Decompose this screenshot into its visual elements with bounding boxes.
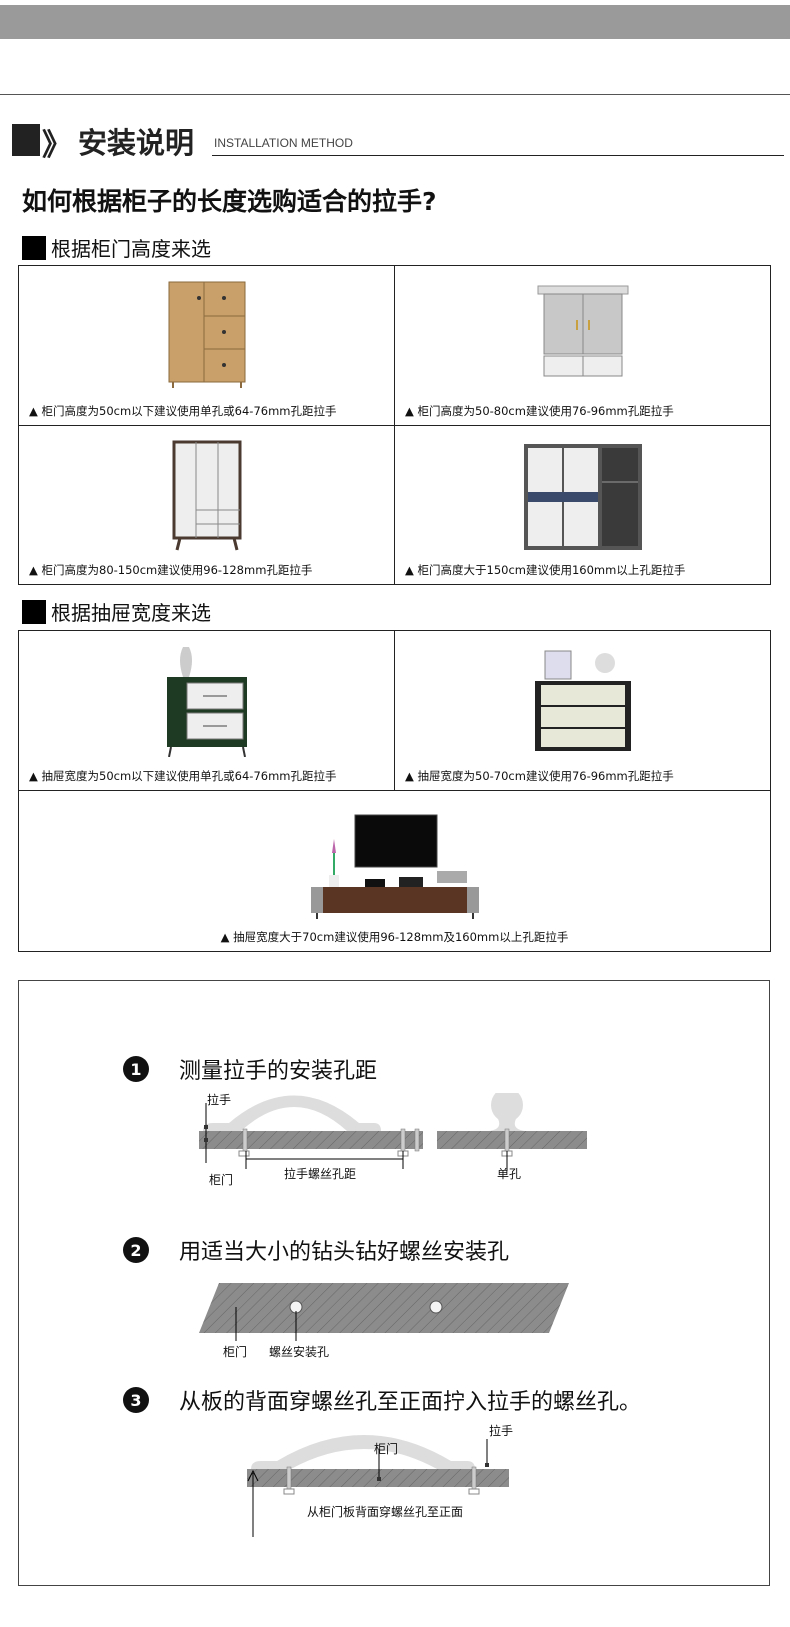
table-cell: ▲ 抽屉宽度为50cm以下建议使用单孔或64-76mm孔距拉手 (19, 631, 395, 791)
drill-holes-diagram (199, 1283, 569, 1341)
step-text: 测量拉手的安装孔距 (179, 1059, 378, 1084)
install-steps-box: 1 测量拉手的安装孔距 拉手 柜门 拉手螺丝孔距 单孔 2 用适当大小的钻头钻好螺丝… (18, 980, 770, 1586)
square-bullet-icon (22, 235, 46, 260)
caption: ▲ 抽屉宽度大于70cm建议使用96-128mm及160mm以上孔距拉手 (220, 930, 569, 944)
wardrobe-image (523, 444, 642, 550)
cabinet-image (537, 285, 628, 377)
handle-measure-diagram (199, 1093, 587, 1171)
header-block-icon (12, 124, 40, 156)
step-number-icon: 2 (123, 1237, 149, 1263)
label-hole-spacing: 拉手螺丝孔距 (284, 1167, 357, 1181)
wardrobe-image (172, 440, 241, 551)
caption: ▲ 柜门高度为50-80cm建议使用76-96mm孔距拉手 (405, 404, 674, 418)
step-2: 2 用适当大小的钻头钻好螺丝安装孔 (123, 1234, 509, 1266)
table-cell: ▲ 柜门高度为80-150cm建议使用96-128mm孔距拉手 (19, 426, 395, 584)
table-cell: ▲ 抽屉宽度为50-70cm建议使用76-96mm孔距拉手 (395, 631, 770, 791)
step-number-icon: 3 (123, 1387, 149, 1413)
section-subtitle: INSTALLATION METHOD (214, 136, 353, 150)
subheading-text: 根据抽屉宽度来选 (51, 601, 211, 625)
caption: ▲ 柜门高度为50cm以下建议使用单孔或64-76mm孔距拉手 (29, 404, 337, 418)
header-underline (212, 155, 784, 156)
door-height-table: ▲ 柜门高度为50cm以下建议使用单孔或64-76mm孔距拉手 ▲ 柜门高度为5… (18, 265, 771, 585)
label-door: 柜门 (374, 1442, 399, 1456)
dresser-image (534, 650, 631, 751)
label-handle: 拉手 (489, 1424, 514, 1438)
top-banner (0, 5, 790, 39)
step-number-icon: 1 (123, 1056, 149, 1082)
subheading-door-height: 根据柜门高度来选 (22, 233, 211, 262)
page-question-title: 如何根据柜子的长度选购适合的拉手? (22, 187, 437, 216)
table-cell: ▲ 抽屉宽度大于70cm建议使用96-128mm及160mm以上孔距拉手 (19, 791, 770, 951)
label-door: 柜门 (209, 1173, 234, 1187)
step-1: 1 测量拉手的安装孔距 (123, 1053, 377, 1085)
chevron-icon: 》 (42, 128, 72, 163)
square-bullet-icon (22, 599, 46, 624)
subheading-text: 根据柜门高度来选 (51, 237, 211, 261)
table-cell: ▲ 柜门高度大于150cm建议使用160mm以上孔距拉手 (395, 426, 770, 584)
cabinet-image (168, 281, 245, 388)
step-text: 从板的背面穿螺丝孔至正面拧入拉手的螺丝孔。 (179, 1390, 642, 1415)
label-single-hole: 单孔 (497, 1167, 522, 1181)
caption: ▲ 抽屉宽度为50-70cm建议使用76-96mm孔距拉手 (405, 769, 674, 783)
caption: ▲ 抽屉宽度为50cm以下建议使用单孔或64-76mm孔距拉手 (29, 769, 337, 783)
subheading-drawer-width: 根据抽屉宽度来选 (22, 597, 211, 626)
screw-through-diagram (247, 1435, 509, 1537)
label-screw-hole: 螺丝安装孔 (269, 1345, 330, 1359)
section-title: 安装说明 (78, 126, 195, 160)
caption: ▲ 柜门高度为80-150cm建议使用96-128mm孔距拉手 (29, 563, 313, 577)
tv-cabinet-image (310, 814, 479, 919)
divider (0, 94, 790, 95)
step-3: 3 从板的背面穿螺丝孔至正面拧入拉手的螺丝孔。 (123, 1384, 641, 1416)
label-handle: 拉手 (207, 1093, 232, 1107)
table-cell: ▲ 柜门高度为50cm以下建议使用单孔或64-76mm孔距拉手 (19, 266, 395, 426)
label-door: 柜门 (223, 1345, 248, 1359)
nightstand-image (166, 647, 247, 757)
label-through-screw: 从柜门板背面穿螺丝孔至正面 (307, 1505, 464, 1519)
caption: ▲ 柜门高度大于150cm建议使用160mm以上孔距拉手 (405, 563, 686, 577)
table-cell: ▲ 柜门高度为50-80cm建议使用76-96mm孔距拉手 (395, 266, 770, 426)
step-text: 用适当大小的钻头钻好螺丝安装孔 (179, 1240, 510, 1265)
drawer-width-table: ▲ 抽屉宽度为50cm以下建议使用单孔或64-76mm孔距拉手 ▲ 抽屉宽度为5… (18, 630, 771, 952)
